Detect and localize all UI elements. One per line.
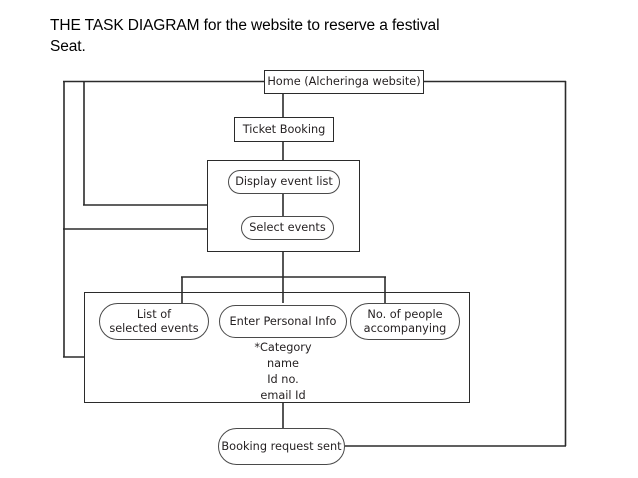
page-title-line-1: THE TASK DIAGRAM for the website to rese… bbox=[50, 17, 440, 34]
booking-details-group bbox=[84, 292, 470, 403]
node-list-text: List of selected events bbox=[109, 308, 198, 336]
node-ticket-booking[interactable]: Ticket Booking bbox=[234, 117, 334, 142]
personal-info-field: name bbox=[266, 357, 300, 371]
personal-info-field: Id no. bbox=[267, 373, 299, 387]
event-selection-group bbox=[207, 160, 360, 252]
node-list-line-2: selected events bbox=[109, 321, 199, 335]
node-list-line-1: List of bbox=[136, 307, 172, 321]
node-booking-request-sent[interactable]: Booking request sent bbox=[218, 428, 345, 465]
node-list-of-selected-events[interactable]: List of selected events bbox=[99, 303, 209, 340]
node-people-text: No. of people accompanying bbox=[364, 308, 447, 336]
node-people-line-1: No. of people bbox=[367, 307, 443, 321]
page-title-line-2: Seat. bbox=[50, 37, 86, 55]
node-no-of-people-accompanying[interactable]: No. of people accompanying bbox=[350, 303, 460, 340]
node-display-event-list[interactable]: Display event list bbox=[228, 170, 340, 194]
page-title: THE TASK DIAGRAM for the website to rese… bbox=[50, 16, 520, 57]
personal-info-fields: *Category name Id no. email Id bbox=[219, 340, 347, 404]
node-select-events[interactable]: Select events bbox=[241, 216, 334, 240]
node-home[interactable]: Home (Alcheringa website) bbox=[264, 70, 424, 94]
personal-info-field: email Id bbox=[260, 389, 306, 403]
node-people-line-2: accompanying bbox=[363, 321, 447, 335]
node-enter-personal-info[interactable]: Enter Personal Info bbox=[219, 305, 347, 338]
personal-info-field: *Category bbox=[254, 341, 312, 354]
